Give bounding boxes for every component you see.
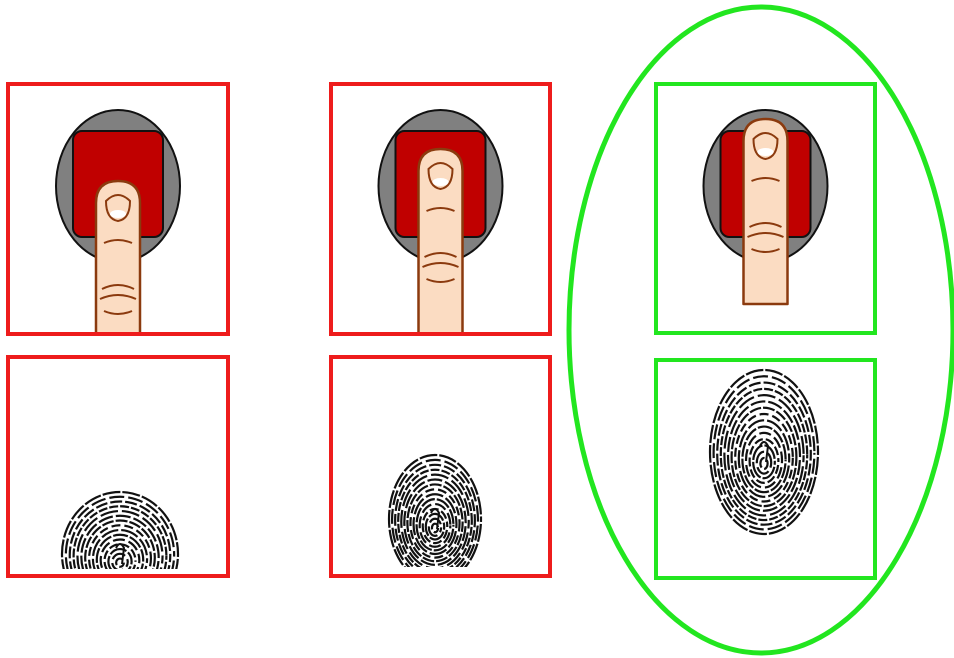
correct-highlight-ellipse bbox=[0, 0, 954, 658]
